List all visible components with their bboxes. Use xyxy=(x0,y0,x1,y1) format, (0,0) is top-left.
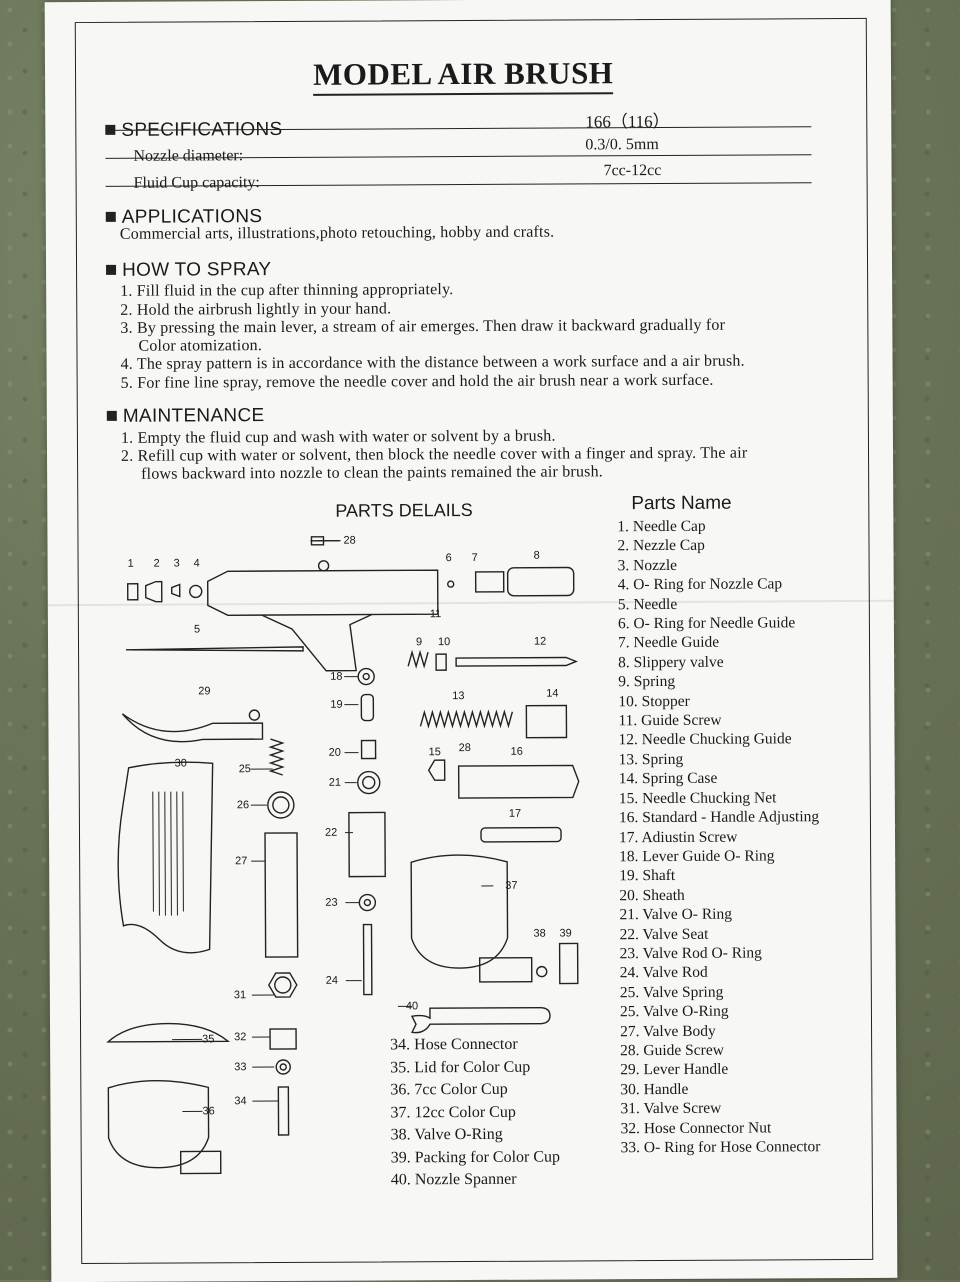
valve-body-drawing xyxy=(265,833,298,957)
airbrush-body-drawing xyxy=(208,570,438,615)
diagram-label: 35 xyxy=(202,1033,214,1045)
diagram-label: 34 xyxy=(234,1095,246,1107)
color-cup-7cc-drawing xyxy=(108,1080,208,1168)
diagram-label: 9 xyxy=(416,636,422,648)
diagram-label: 8 xyxy=(534,550,540,562)
diagram-label: 13 xyxy=(452,690,464,702)
valve-spring-drawing xyxy=(271,739,283,775)
diagram-label: 18 xyxy=(330,671,342,683)
nozzle-cap-drawing xyxy=(146,582,162,602)
diagram-label: 27 xyxy=(235,855,247,867)
diagram-label: 25 xyxy=(239,763,251,775)
diagram-label: 7 xyxy=(472,552,478,564)
diagram-label: 3 xyxy=(174,558,180,570)
chucking-net-drawing xyxy=(429,760,445,780)
spring-case-drawing xyxy=(526,706,566,738)
diagram-label: 20 xyxy=(329,747,341,759)
diagram-label: 30 xyxy=(175,757,187,769)
diagram-label: 29 xyxy=(198,685,210,697)
airbrush-grip-drawing xyxy=(262,615,372,672)
leader-lines xyxy=(169,540,494,1112)
diagram-label: 19 xyxy=(330,699,342,711)
diagram-label: 26 xyxy=(237,799,249,811)
spring-drawing xyxy=(420,712,512,726)
spring-drawing xyxy=(408,652,428,666)
diagram-label: 10 xyxy=(438,636,450,648)
shaft-drawing xyxy=(361,695,373,721)
nozzle-drawing xyxy=(172,585,180,597)
diagram-label: 16 xyxy=(511,746,523,758)
lever-handle-drawing xyxy=(122,713,262,742)
lever-guide-drawing xyxy=(319,561,329,571)
diagram-label: 15 xyxy=(429,746,441,758)
diagram-label: 4 xyxy=(194,557,200,569)
valve-rod-drawing xyxy=(363,925,371,995)
o-ring-drawing xyxy=(358,669,374,685)
needle-chucking-guide-drawing xyxy=(456,657,576,666)
diagram-label: 6 xyxy=(446,552,452,564)
hose-connector-drawing xyxy=(278,1087,288,1135)
diagram-label: 28 xyxy=(343,535,355,547)
slippery-valve-drawing xyxy=(508,567,574,595)
diagram-label: 21 xyxy=(329,777,341,789)
diagram-label: 28 xyxy=(459,742,471,754)
diagram-label: 39 xyxy=(560,927,572,939)
diagram-label: 1 xyxy=(128,558,134,570)
o-ring-drawing xyxy=(190,585,202,597)
diagram-label: 22 xyxy=(325,827,337,839)
color-cup-12cc-drawing xyxy=(411,855,508,969)
nozzle-spanner-drawing xyxy=(412,1008,550,1033)
adjusting-screw-drawing xyxy=(481,828,561,842)
instruction-sheet: MODEL AIR BRUSH SPECIFICATIONS 166（116） … xyxy=(45,0,898,1282)
valve-o-ring-drawing xyxy=(537,967,547,977)
diagram-label: 37 xyxy=(505,880,517,892)
diagram-label: 11 xyxy=(430,608,441,620)
sheath-drawing xyxy=(362,741,376,759)
parts-diagram xyxy=(45,0,898,1282)
diagram-label: 2 xyxy=(154,558,160,570)
diagram-label: 12 xyxy=(534,636,546,648)
valve-seat-drawing xyxy=(349,812,385,876)
diagram-label: 24 xyxy=(326,975,338,987)
diagram-label: 14 xyxy=(546,688,558,700)
diagram-label: 38 xyxy=(534,928,546,940)
packing-drawing xyxy=(560,943,578,983)
o-ring-drawing xyxy=(276,1060,290,1074)
diagram-label: 5 xyxy=(194,623,200,635)
diagram-label: 36 xyxy=(202,1105,214,1117)
valve-o-ring-drawing xyxy=(268,792,294,818)
diagram-label: 31 xyxy=(234,989,246,1001)
diagram-label: 17 xyxy=(509,808,521,820)
diagram-label: 32 xyxy=(234,1031,246,1043)
diagram-label: 40 xyxy=(406,1000,418,1012)
needle-cap-drawing xyxy=(128,584,138,600)
o-ring-drawing xyxy=(359,895,375,911)
cup-connector-drawing xyxy=(480,958,532,982)
needle-guide-drawing xyxy=(476,572,504,592)
hose-connector-nut-drawing xyxy=(270,1029,296,1049)
diagram-label: 23 xyxy=(325,897,337,909)
needle-drawing xyxy=(126,647,303,652)
standard-handle-drawing xyxy=(459,765,579,798)
valve-o-ring-drawing xyxy=(358,771,380,793)
diagram-label: 33 xyxy=(234,1061,246,1073)
